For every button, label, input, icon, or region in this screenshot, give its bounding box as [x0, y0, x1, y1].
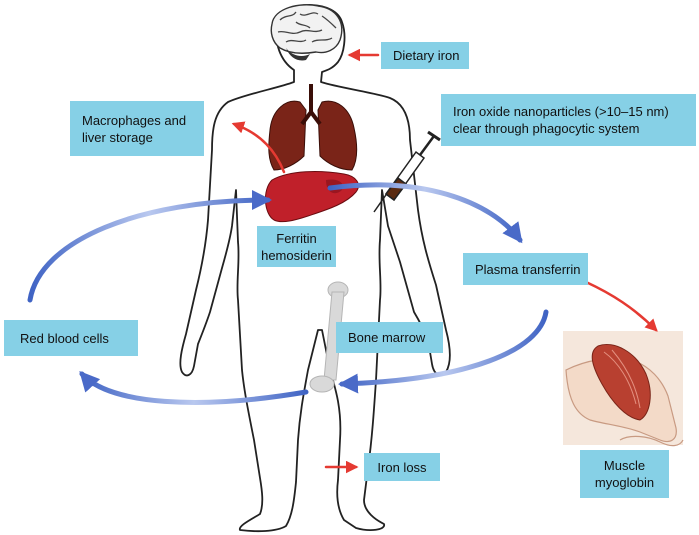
lungs-illustration [268, 84, 358, 171]
nanoparticles-label: Iron oxide nanoparticles (>10–15 nm) cle… [441, 94, 696, 146]
bone-illustration [309, 281, 349, 393]
red-arrows [231, 48, 658, 474]
macrophages-text: Macrophages and liver storage [82, 112, 187, 145]
plasma-transferrin-label: Plasma transferrin [463, 253, 588, 285]
dietary-iron-label: Dietary iron [381, 42, 469, 69]
dietary-iron-text: Dietary iron [393, 48, 460, 63]
bone-marrow-text: Bone marrow [348, 330, 426, 345]
ferritin-label: Ferritin hemosiderin [257, 226, 336, 267]
muscle-myoglobin-label: Muscle myoglobin [580, 450, 669, 498]
nanoparticles-text: Iron oxide nanoparticles (>10–15 nm) cle… [453, 104, 669, 136]
red-blood-cells-label: Red blood cells [4, 320, 138, 356]
red-blood-cells-text: Red blood cells [20, 330, 109, 346]
brain-illustration [270, 4, 343, 61]
plasma-transferrin-text: Plasma transferrin [475, 261, 581, 277]
ferritin-text: Ferritin hemosiderin [261, 230, 332, 263]
muscle-myoglobin-text: Muscle myoglobin [594, 458, 655, 490]
iron-cycle-arrows [27, 182, 549, 405]
bone-marrow-label: Bone marrow [336, 322, 443, 353]
macrophages-label: Macrophages and liver storage [70, 101, 204, 156]
iron-loss-text: Iron loss [377, 459, 427, 475]
iron-loss-label: Iron loss [364, 453, 440, 481]
muscle-arm-illustration [563, 331, 684, 447]
